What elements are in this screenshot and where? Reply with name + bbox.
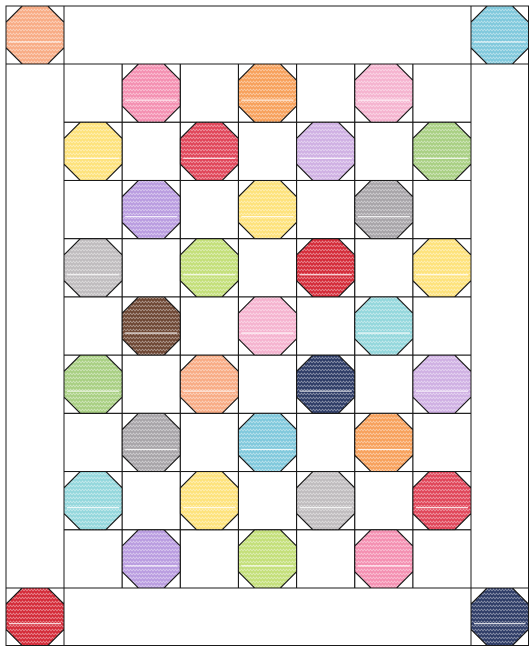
fabric-texture: [64, 355, 122, 413]
fabric-texture: [413, 122, 471, 180]
fabric-texture: [355, 530, 413, 588]
octagon-block: [297, 239, 355, 297]
octagon-block: [180, 472, 238, 530]
octagon-block: [122, 530, 180, 588]
fabric-texture: [297, 239, 355, 297]
octagon-block: [64, 239, 122, 297]
octagon-block: [355, 530, 413, 588]
octagon-block: [297, 355, 355, 413]
octagon-block: [180, 239, 238, 297]
fabric-texture: [180, 472, 238, 530]
octagon-block: [297, 122, 355, 180]
octagon-block: [413, 239, 471, 297]
octagon-block: [238, 297, 296, 355]
octagon-block: [122, 180, 180, 238]
octagon-block: [122, 64, 180, 122]
fabric-texture: [238, 64, 296, 122]
fabric-texture: [238, 413, 296, 471]
fabric-texture: [238, 297, 296, 355]
fabric-texture: [180, 122, 238, 180]
fabric-texture: [355, 413, 413, 471]
corner-block-top-left: [6, 6, 64, 64]
fabric-texture: [64, 472, 122, 530]
fabric-texture: [238, 530, 296, 588]
octagon-block: [180, 122, 238, 180]
fabric-texture: [64, 239, 122, 297]
octagon-block: [238, 64, 296, 122]
octagon-block: [413, 122, 471, 180]
fabric-texture: [180, 355, 238, 413]
octagon-block: [64, 472, 122, 530]
fabric-texture: [6, 588, 64, 646]
octagon-block: [413, 355, 471, 413]
octagon-block: [355, 64, 413, 122]
octagon-block: [238, 413, 296, 471]
corner-block-bottom-left: [6, 588, 64, 646]
fabric-texture: [297, 122, 355, 180]
fabric-texture: [6, 6, 64, 64]
octagon-block: [355, 297, 413, 355]
fabric-texture: [64, 122, 122, 180]
fabric-texture: [122, 180, 180, 238]
fabric-texture: [413, 239, 471, 297]
fabric-texture: [297, 472, 355, 530]
octagon-block: [180, 355, 238, 413]
octagon-block: [122, 413, 180, 471]
fabric-texture: [471, 6, 529, 64]
quilt-blocks: [6, 6, 529, 646]
octagon-block: [64, 355, 122, 413]
octagon-block: [238, 180, 296, 238]
fabric-texture: [413, 355, 471, 413]
fabric-texture: [122, 64, 180, 122]
octagon-block: [122, 297, 180, 355]
fabric-texture: [355, 64, 413, 122]
fabric-texture: [238, 180, 296, 238]
fabric-texture: [355, 297, 413, 355]
octagon-block: [355, 180, 413, 238]
corner-block-top-right: [471, 6, 529, 64]
octagon-block: [413, 472, 471, 530]
fabric-texture: [122, 530, 180, 588]
octagon-block: [297, 472, 355, 530]
fabric-texture: [471, 588, 529, 646]
fabric-texture: [122, 413, 180, 471]
fabric-texture: [122, 297, 180, 355]
octagon-block: [355, 413, 413, 471]
octagon-block: [64, 122, 122, 180]
fabric-texture: [355, 180, 413, 238]
fabric-texture: [180, 239, 238, 297]
fabric-texture: [413, 472, 471, 530]
fabric-texture: [297, 355, 355, 413]
octagon-block: [238, 530, 296, 588]
corner-block-bottom-right: [471, 588, 529, 646]
